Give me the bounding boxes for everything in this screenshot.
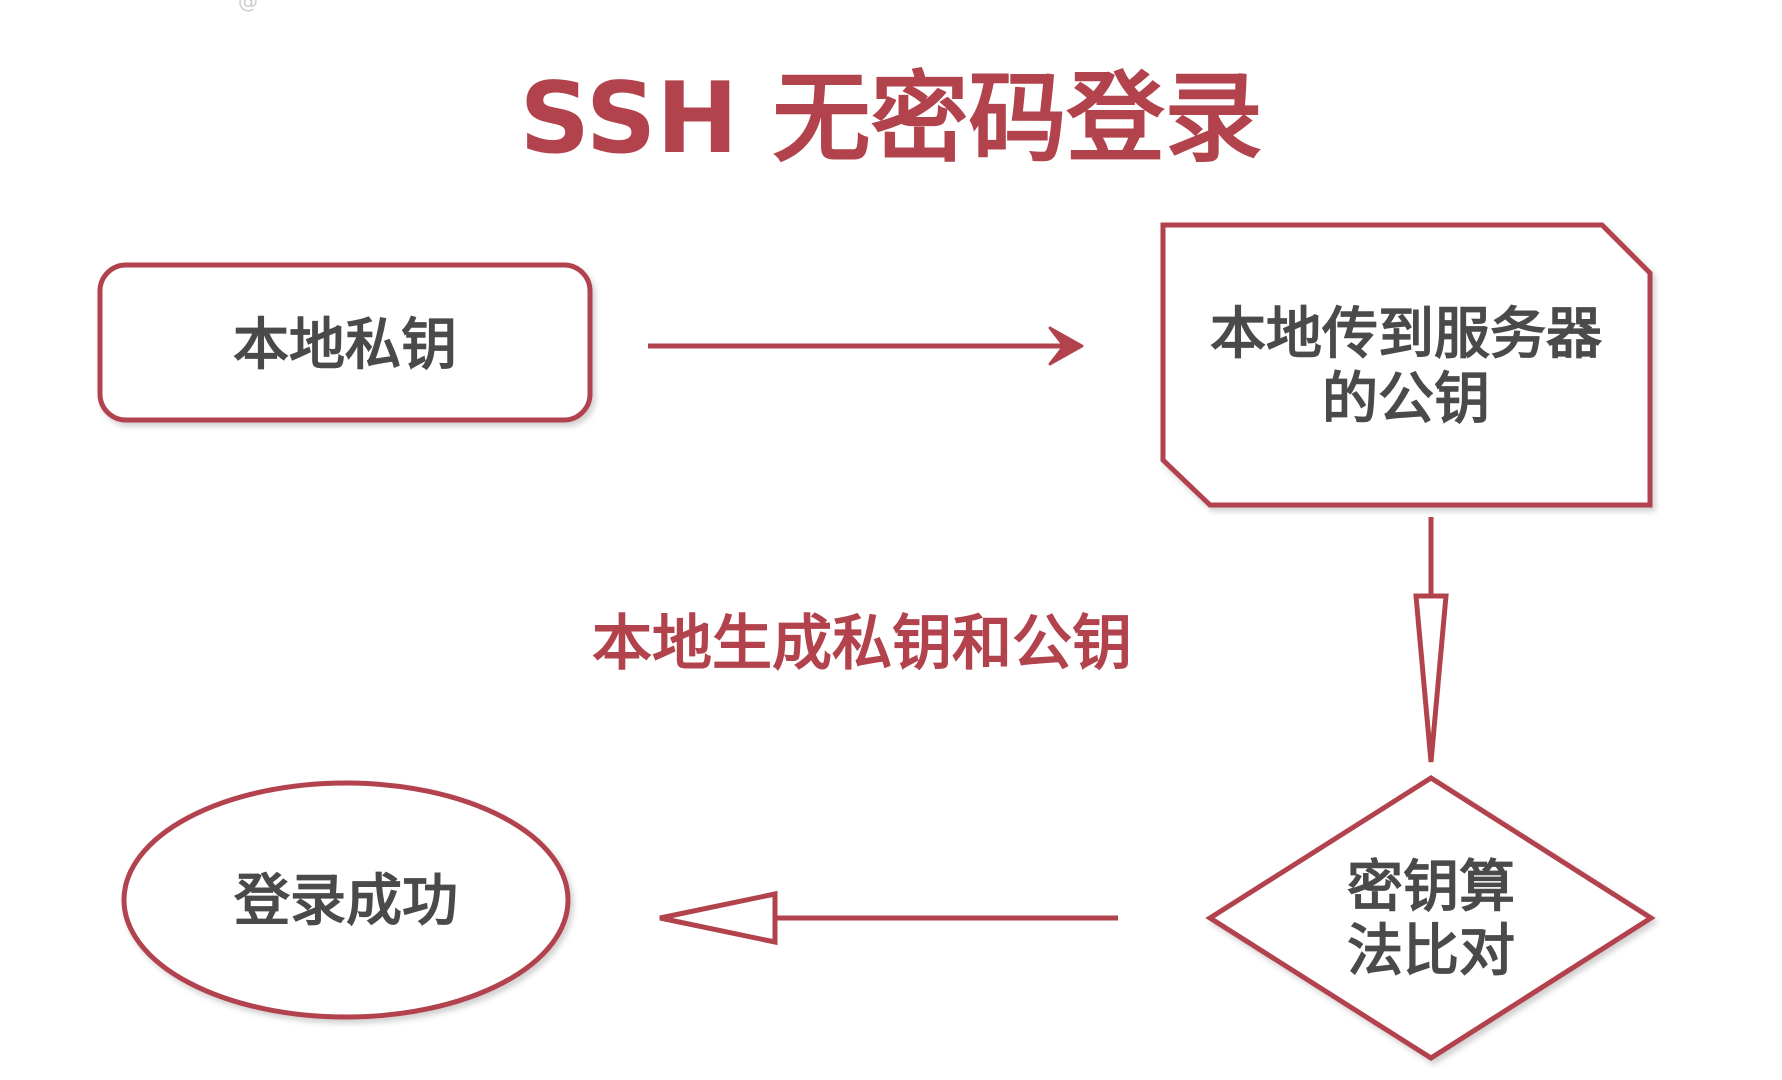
arrow-private-to-public-head (1048, 326, 1084, 366)
node-public-key: 本地传到服务器 的公钥 (1160, 222, 1653, 508)
diagram-title: SSH 无密码登录 (520, 62, 1263, 176)
node-compare-label-line1: 密钥算 (1347, 855, 1515, 920)
node-compare-shape (1205, 775, 1656, 1061)
node-compare-label-line2: 法比对 (1347, 919, 1515, 984)
arrow-private-to-public (648, 326, 1084, 366)
node-public-key-shape (1160, 222, 1653, 508)
node-private-key-label: 本地私钥 (233, 313, 457, 378)
node-public-key-label-line2: 的公钥 (1322, 367, 1490, 432)
node-public-key-label-line1: 本地传到服务器 (1210, 302, 1603, 367)
arrow-public-to-compare (1413, 517, 1449, 763)
arrow-compare-to-success-head (659, 890, 778, 946)
node-success-shape (121, 780, 571, 1020)
arrow-public-to-compare-head (1413, 593, 1449, 763)
node-private-key-shape (97, 262, 593, 423)
diagram-note: 本地生成私钥和公钥 (592, 609, 1132, 679)
node-success-label: 登录成功 (233, 869, 458, 934)
node-compare: 密钥算 法比对 (1205, 775, 1656, 1061)
watermark: @ (238, 0, 258, 13)
node-private-key: 本地私钥 (97, 262, 593, 423)
arrow-compare-to-success (659, 890, 1118, 946)
node-success: 登录成功 (121, 780, 571, 1020)
